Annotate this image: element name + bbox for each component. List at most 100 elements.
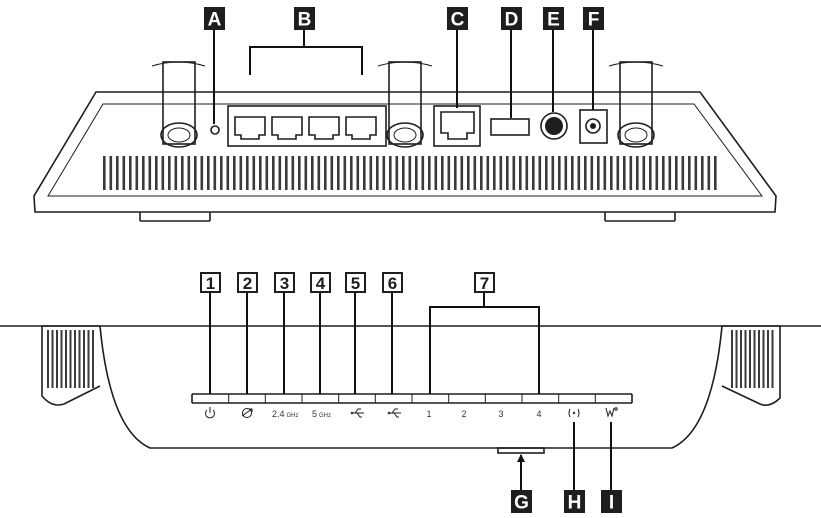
callout-d: D: [501, 7, 522, 31]
vent-slot: [207, 156, 210, 190]
vent-slot: [363, 156, 366, 190]
callout-a: A: [204, 7, 225, 31]
vent-slot: [285, 156, 288, 190]
vent-slot: [56, 330, 58, 388]
svg-text:B: B: [298, 10, 312, 31]
vent-slot: [350, 156, 353, 190]
antenna-left: [151, 61, 206, 148]
wps-button: [605, 407, 618, 418]
callout-b: B: [294, 7, 315, 31]
svg-text:C: C: [451, 10, 465, 31]
svg-text:4: 4: [316, 274, 326, 293]
led-label-power: [205, 407, 215, 419]
svg-text:6: 6: [388, 274, 397, 293]
vent-slot: [584, 156, 587, 190]
callout-i: I: [601, 490, 622, 514]
vent-slot: [590, 156, 594, 190]
usb-icon: [387, 408, 401, 418]
vent-slot: [694, 156, 698, 190]
vent-slot: [525, 156, 529, 190]
vent-slot: [428, 156, 431, 190]
vent-slot: [181, 156, 184, 190]
vent-slot: [324, 156, 327, 190]
vent-slot: [655, 156, 659, 190]
vent-slot: [681, 156, 685, 190]
vent-slot: [47, 330, 49, 388]
wifi-button: [568, 408, 580, 418]
leader-arrow-g: [517, 454, 525, 462]
lan-port-2: [271, 116, 303, 140]
vent-slot: [758, 330, 760, 388]
vent-slot: [382, 156, 386, 190]
vent-slot: [389, 156, 392, 190]
usb-icon: [350, 408, 364, 418]
lan-port-4: [345, 116, 377, 140]
vent-slot: [493, 156, 496, 190]
vent-slot: [69, 330, 72, 388]
vent-slot: [480, 156, 483, 190]
led-strip: [191, 393, 633, 404]
vent-slot: [447, 156, 451, 190]
vent-slot: [532, 156, 535, 190]
vent-slot: [233, 156, 236, 190]
callout-3: 3: [274, 272, 295, 293]
vent-slot: [460, 156, 464, 190]
vent-slot: [636, 156, 639, 190]
vent-slot: [122, 156, 126, 190]
front-body-left-end: [41, 326, 101, 406]
svg-text:H: H: [568, 493, 582, 514]
vent-slot: [311, 156, 314, 190]
vent-slot: [200, 156, 204, 190]
vent-slot: [194, 156, 197, 190]
front-vent-left: [47, 330, 94, 388]
callout-5: 5: [345, 272, 366, 293]
callout-e: E: [543, 7, 564, 31]
antenna-right: [608, 61, 664, 148]
router-rear-view: A B C D E F: [33, 7, 777, 222]
led-label-usb2: [387, 408, 401, 418]
vent-slot: [103, 156, 106, 190]
svg-text:E: E: [547, 10, 560, 31]
led-label-usb1: [350, 408, 364, 418]
callout-1: 1: [200, 272, 221, 293]
svg-text:3: 3: [280, 274, 289, 293]
vent-slot: [272, 156, 275, 190]
rear-vent-grille: [103, 156, 717, 190]
vent-slot: [538, 156, 542, 190]
vent-slot: [116, 156, 119, 190]
vent-slot: [78, 330, 81, 388]
svg-text:2: 2: [243, 274, 252, 293]
lan-ports-group: [227, 105, 387, 147]
callout-2: 2: [237, 272, 258, 293]
vent-slot: [623, 156, 626, 190]
vent-slot: [551, 156, 555, 190]
wps-icon: [605, 407, 618, 418]
vent-slot: [707, 156, 711, 190]
vent-slot: [142, 156, 145, 190]
vent-slot: [337, 156, 340, 190]
vent-slot: [545, 156, 548, 190]
led-label-lan1: 1: [426, 409, 431, 419]
bottom-button: [497, 447, 545, 454]
vent-slot: [74, 330, 76, 388]
vent-slot: [597, 156, 600, 190]
rear-body-inner-edge: [47, 103, 763, 197]
internet-port: [433, 105, 481, 147]
vent-slot: [402, 156, 405, 190]
vent-slot: [771, 330, 774, 388]
vent-slot: [564, 156, 568, 190]
vent-slot: [558, 156, 561, 190]
vent-slot: [161, 156, 165, 190]
vent-slot: [259, 156, 262, 190]
vent-slot: [473, 156, 477, 190]
vent-slot: [356, 156, 360, 190]
power-icon: [205, 409, 215, 419]
vent-slot: [298, 156, 301, 190]
vent-slot: [60, 330, 63, 388]
svg-text:5: 5: [351, 274, 360, 293]
vent-slot: [668, 156, 672, 190]
vent-slot: [239, 156, 243, 190]
svg-text:D: D: [505, 10, 519, 31]
